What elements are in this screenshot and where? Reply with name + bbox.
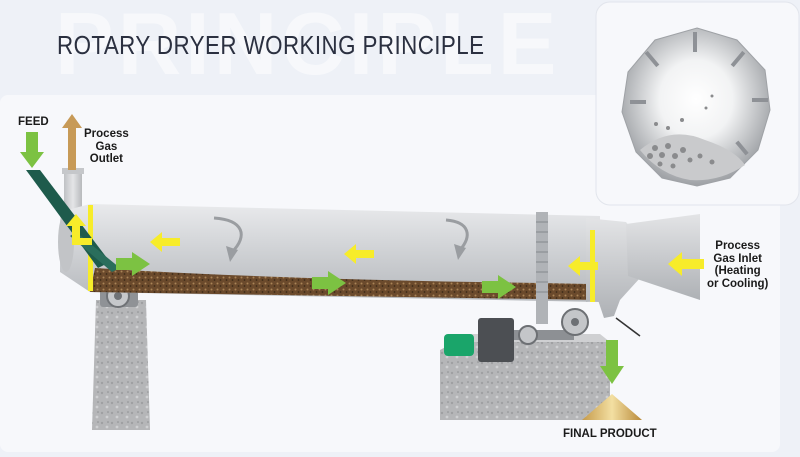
final-product-pile (582, 394, 642, 420)
drive-assembly (444, 212, 589, 362)
page-title: ROTARY DRYER WORKING PRINCIPLE (57, 30, 485, 60)
gas-outlet-label: Process Gas Outlet (84, 128, 129, 166)
gas-flow-arrows (150, 232, 704, 276)
feed-label: FEED (18, 116, 49, 128)
left-support-pier (92, 284, 150, 430)
drive-motor (444, 334, 474, 356)
cross-section-inset (595, 1, 800, 206)
girth-gear (536, 212, 548, 324)
discharge-flap (615, 317, 641, 337)
discharge-hood (586, 218, 640, 318)
product-drop-arrow (600, 340, 624, 384)
rotary-drum (58, 204, 700, 318)
gas-outlet-arrow (62, 114, 82, 170)
final-product-label: FINAL PRODUCT (563, 428, 657, 440)
material-bed (90, 268, 600, 300)
watermark-text: PRINCIPLE (55, 0, 561, 93)
gas-inlet-label: Process Gas Inlet (Heating or Cooling) (707, 240, 769, 290)
gearbox (478, 318, 514, 362)
feed-arrow (20, 132, 44, 168)
gas-inlet-cone (626, 214, 700, 300)
gas-outlet-stack (62, 168, 84, 212)
material-flow-arrows (116, 252, 516, 299)
yellow-arrow-feed-end (66, 214, 92, 245)
